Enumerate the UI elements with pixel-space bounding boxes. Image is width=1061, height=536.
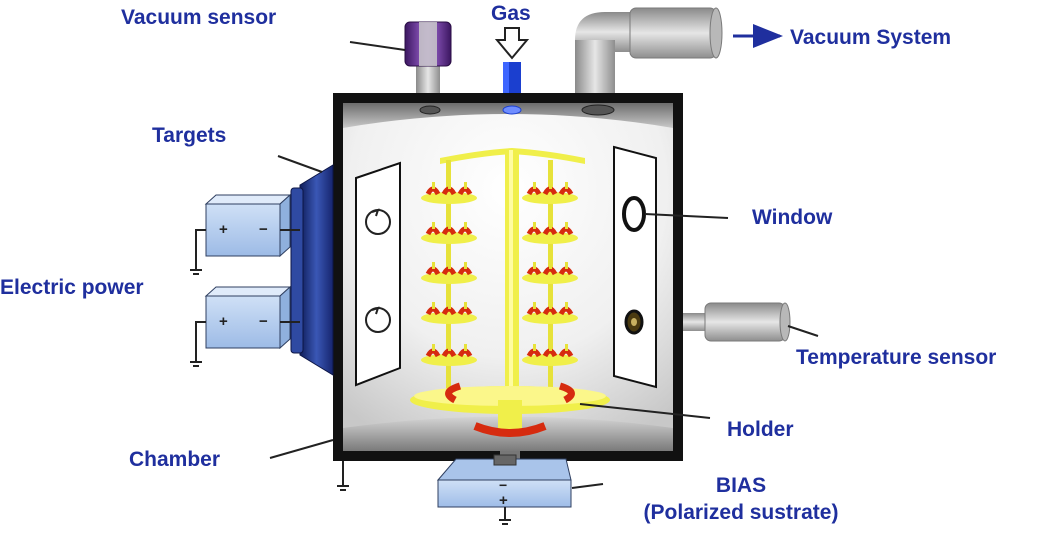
holder-tier: [522, 182, 578, 204]
targets-label: Targets: [152, 124, 227, 147]
temperature-sensor-device: [683, 302, 791, 342]
window-panel: [613, 145, 657, 389]
power-supply-2: [204, 285, 292, 350]
electric-power-label: Electric power: [0, 276, 144, 299]
holder-pointer: [579, 403, 711, 419]
holder-tier: [522, 222, 578, 244]
chamber-label: Chamber: [129, 448, 221, 471]
power-wiring: [190, 229, 300, 367]
vacuum-sensor-label: Vacuum sensor: [121, 6, 277, 29]
power-supply-1: [204, 193, 292, 258]
power1-plus: +: [219, 221, 228, 238]
power2-plus: +: [219, 313, 228, 330]
holder-tier: [421, 222, 477, 244]
targets-pointer: [277, 155, 323, 173]
window-label: Window: [752, 206, 833, 229]
gas-label: Gas: [491, 2, 531, 25]
window-port: [622, 196, 646, 232]
holder-tier: [421, 302, 477, 324]
gas-inlet: [494, 27, 530, 98]
chamber-pointer: [269, 439, 334, 459]
holder: [410, 148, 610, 437]
target-shutter-panel: [355, 161, 401, 387]
bias-label-line1: BIAS: [715, 474, 767, 497]
vacuum-sensor-device: [404, 21, 452, 98]
vacuum-system-pipe: [575, 7, 723, 98]
vacuum-system-label: Vacuum System: [790, 26, 952, 49]
bias-label: BIAS (Polarized sustrate): [596, 474, 886, 524]
holder-tier: [522, 262, 578, 284]
targets: [290, 164, 334, 376]
temperature-sensor-label: Temperature sensor: [796, 346, 997, 369]
holder-tier: [522, 344, 578, 366]
holder-tier: [522, 302, 578, 324]
holder-tier: [421, 182, 477, 204]
holder-label: Holder: [727, 418, 794, 441]
power1-minus: −: [259, 221, 268, 238]
chamber-ground: [337, 461, 349, 491]
vacuum-sensor-pointer: [349, 41, 406, 51]
holder-tier: [421, 262, 477, 284]
bias-plus: +: [499, 492, 508, 509]
holder-tier: [421, 344, 477, 366]
bias-minus: −: [499, 477, 507, 493]
window-pointer: [644, 213, 729, 219]
bias-supply: [436, 454, 572, 525]
bias-label-line2: (Polarized sustrate): [643, 501, 839, 525]
power2-minus: −: [259, 313, 268, 330]
temperature-sensor-pointer: [787, 325, 819, 337]
bias-pointer: [571, 483, 604, 489]
